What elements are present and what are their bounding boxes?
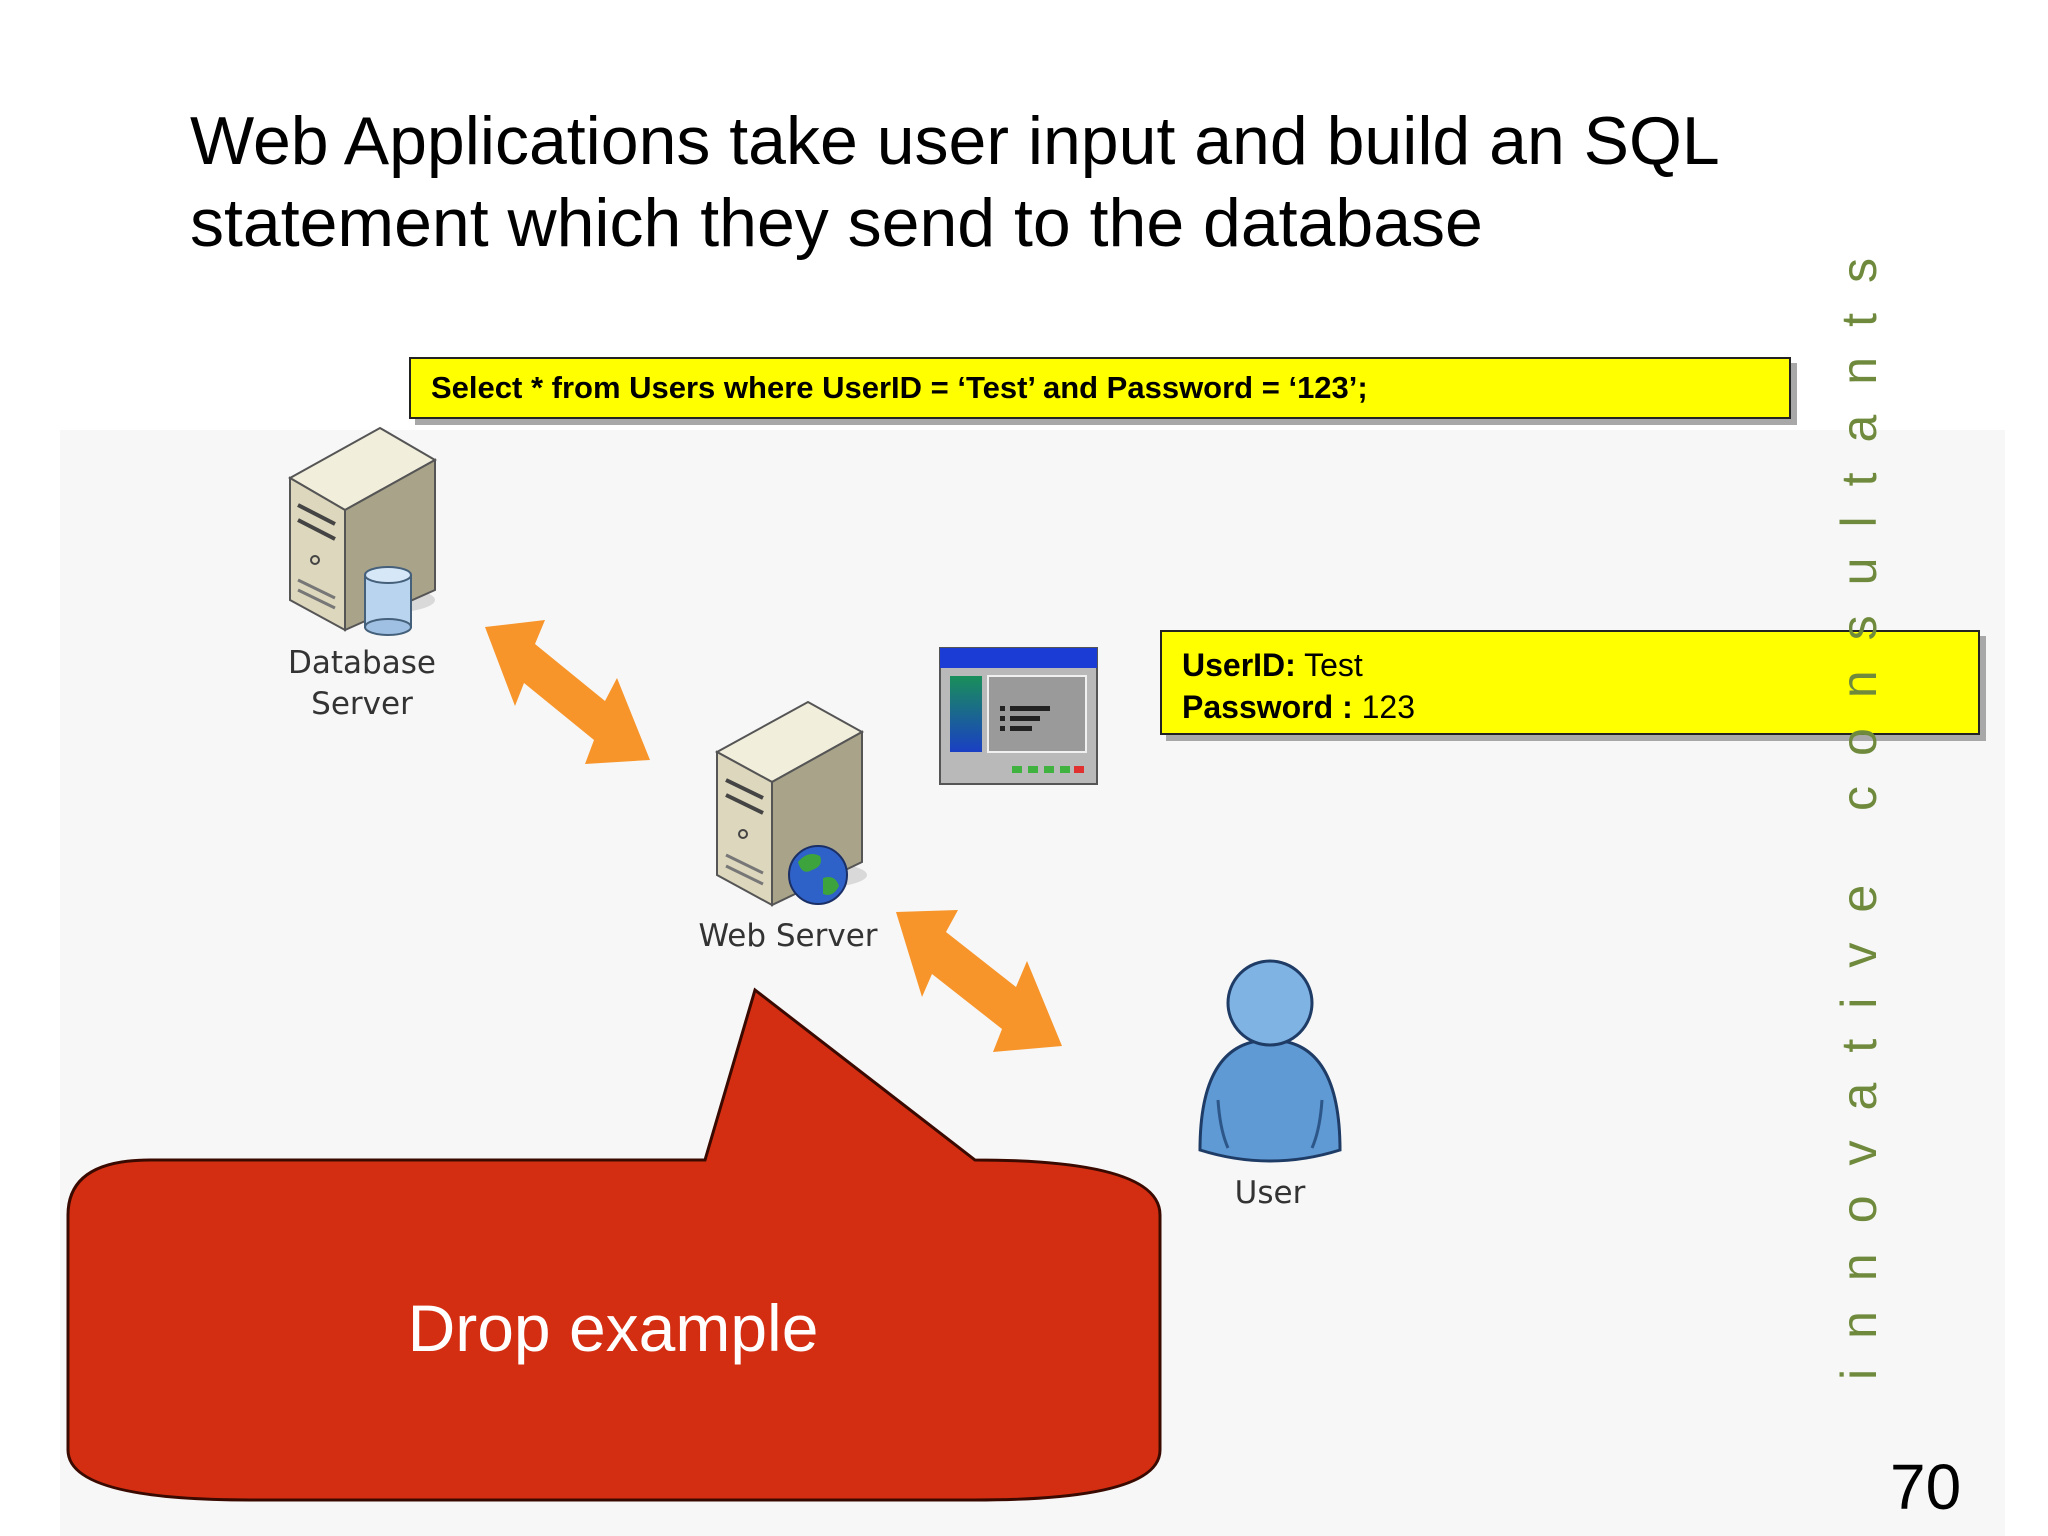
userid-value: Test xyxy=(1295,647,1363,683)
title-line-1: Web Applications take user input and bui… xyxy=(190,103,1720,179)
userid-label: UserID: xyxy=(1182,647,1296,683)
database-server-label-line-1: Database xyxy=(288,645,436,681)
database-server-label-line-2: Server xyxy=(311,686,413,722)
user-icon xyxy=(1198,959,1342,1163)
credentials-box: UserID: Test Password : 123 xyxy=(1160,630,1980,735)
password-label: Password : xyxy=(1182,689,1353,725)
callout-text: Drop example xyxy=(407,1291,819,1365)
callout-bubble xyxy=(66,987,1162,1502)
arrow-web-user xyxy=(896,910,1062,1052)
browser-window-icon xyxy=(939,647,1098,785)
user-label: User xyxy=(1234,1175,1306,1211)
slide-title: Web Applications take user input and bui… xyxy=(190,100,1790,264)
page-number: 70 xyxy=(1890,1451,1962,1523)
password-value: 123 xyxy=(1352,689,1415,725)
userid-row: UserID: Test xyxy=(1182,644,1978,686)
web-server-label: Web Server xyxy=(698,918,878,954)
sql-statement-box: Select * from Users where UserID = ‘Test… xyxy=(409,357,1791,419)
arrow-db-web xyxy=(485,620,650,764)
vertical-brand-text: innovative consultants xyxy=(1831,228,1887,1380)
database-server-icon xyxy=(287,426,438,636)
title-line-2: statement which they send to the databas… xyxy=(190,185,1483,261)
web-server-icon xyxy=(714,700,867,907)
password-row: Password : 123 xyxy=(1182,686,1978,728)
database-server-label: Database Server xyxy=(262,643,462,725)
